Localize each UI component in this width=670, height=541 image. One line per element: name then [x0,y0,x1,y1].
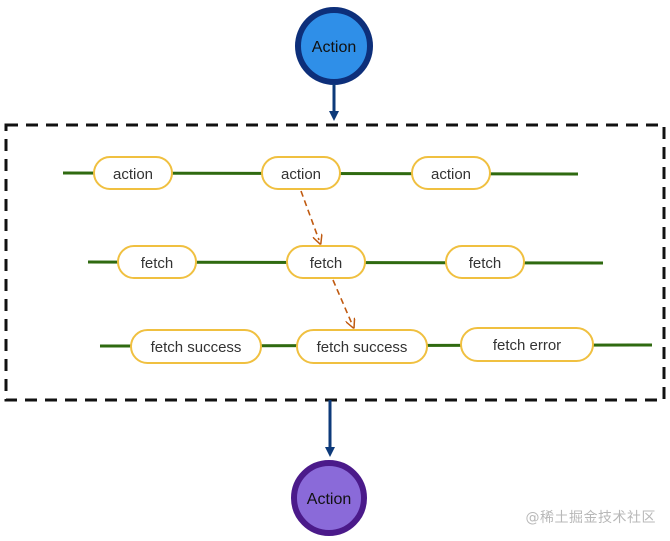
result-pill: fetch success [130,329,262,364]
result-pill-label: fetch success [317,339,408,356]
fetch-pill-label: fetch [141,255,174,272]
result-pill-label: fetch error [493,337,561,354]
action-stream: action action action [62,156,579,190]
watermark: @稀土掘金技术社区 [525,510,656,526]
dashed-arrow-fetch-to-success [332,279,352,324]
action-pill-label: action [281,166,321,183]
top-action-node: Action [295,7,373,85]
fetch-pill: fetch [445,245,525,279]
fetch-pill: fetch [117,245,197,279]
result-pill-label: fetch success [151,339,242,356]
action-pill: action [411,156,491,190]
action-pill: action [261,156,341,190]
dashed-arrow-action-to-fetch [300,190,319,240]
bottom-action-node: Action [291,460,367,536]
result-stream: fetch success fetch success fetch error [99,327,653,364]
fetch-pill-label: fetch [469,255,502,272]
stream-frame [4,123,666,402]
fetch-pill-label: fetch [310,255,343,272]
bottom-action-label: Action [307,491,351,508]
result-pill: fetch error [460,327,594,362]
result-pill: fetch success [296,329,428,364]
action-pill: action [93,156,173,190]
action-pill-label: action [113,166,153,183]
fetch-stream: fetch fetch fetch [87,245,604,279]
fetch-pill: fetch [286,245,366,279]
top-action-label: Action [312,39,356,56]
action-pill-label: action [431,166,471,183]
